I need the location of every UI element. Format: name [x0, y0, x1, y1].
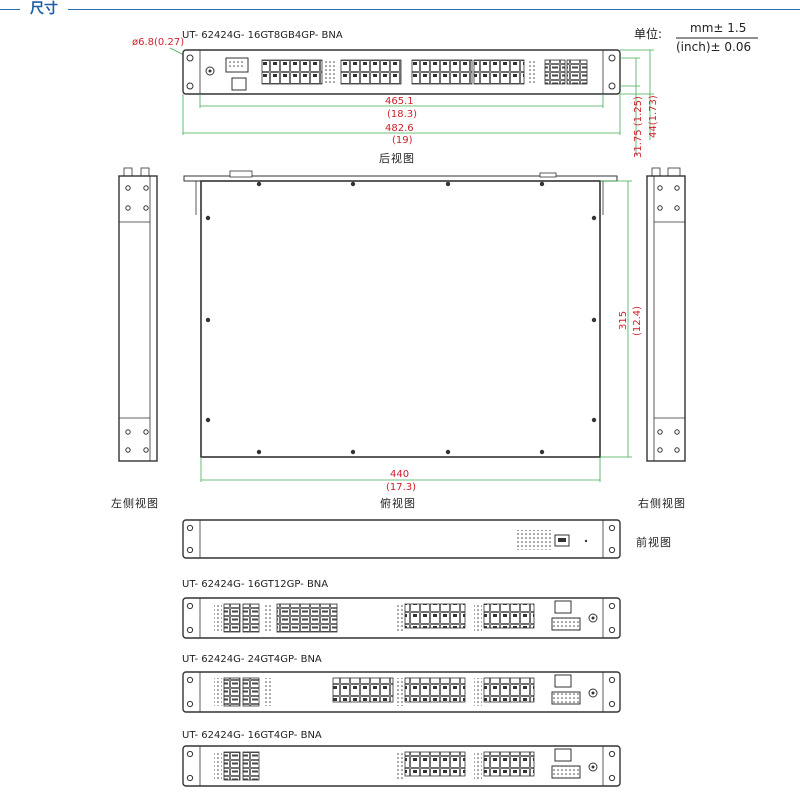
front-view-label: 前视图: [636, 535, 672, 549]
outer-width-mm: 482.6: [385, 123, 414, 134]
hole-diameter-label: ø6.8(0.27): [132, 37, 184, 48]
model-4-label: UT- 62424G- 16GT4GP- BNA: [182, 730, 322, 741]
section-header: 尺寸: [0, 0, 800, 20]
model-2-label: UT- 62424G- 16GT12GP- BNA: [182, 579, 328, 590]
rear-view: UT- 62424G- 16GT8GB4GP- BNA ø6.8(0.27) 4…: [132, 30, 659, 165]
inner-width-mm: 465.1: [385, 96, 414, 107]
top-view: 315 (12.4) 440 (17.3) 俯视图: [183, 170, 643, 510]
header-rule: [0, 9, 800, 10]
depth-mm: 315: [618, 311, 629, 330]
unit-label: 单位:: [634, 26, 662, 41]
model-3-panel: UT- 62424G- 24GT4GP- BNA: [182, 654, 621, 713]
body-width-mm: 440: [390, 469, 409, 480]
top-view-screws: [205, 181, 597, 455]
unit-inch: (inch)± 0.06: [676, 40, 751, 54]
model-3-label: UT- 62424G- 24GT4GP- BNA: [182, 654, 322, 665]
rear-view-label: 后视图: [379, 151, 415, 165]
height-dim-1: 31.75 (1.25): [633, 96, 644, 158]
depth-in: (12.4): [632, 306, 643, 336]
left-side-view: 左侧视图: [111, 167, 159, 510]
top-view-label: 俯视图: [380, 496, 416, 510]
model-2-panel: UT- 62424G- 16GT12GP- BNA: [182, 579, 621, 639]
section-title: 尺寸: [20, 0, 68, 18]
outer-width-in: (19): [392, 135, 413, 146]
unit-mm: mm± 1.5: [690, 21, 746, 35]
body-width-in: (17.3): [386, 482, 416, 493]
unit-legend: 单位: mm± 1.5 (inch)± 0.06: [634, 21, 758, 54]
rear-model-label: UT- 62424G- 16GT8GB4GP- BNA: [182, 30, 343, 41]
left-view-label: 左侧视图: [111, 496, 159, 510]
right-side-view: 右侧视图: [638, 167, 686, 510]
height-dim-2: 44(1.73): [648, 95, 659, 138]
model-4-panel: UT- 62424G- 16GT4GP- BNA: [182, 730, 621, 787]
inner-width-in: (18.3): [387, 109, 417, 120]
front-view: 前视图: [182, 519, 672, 559]
right-view-label: 右侧视图: [638, 496, 686, 510]
